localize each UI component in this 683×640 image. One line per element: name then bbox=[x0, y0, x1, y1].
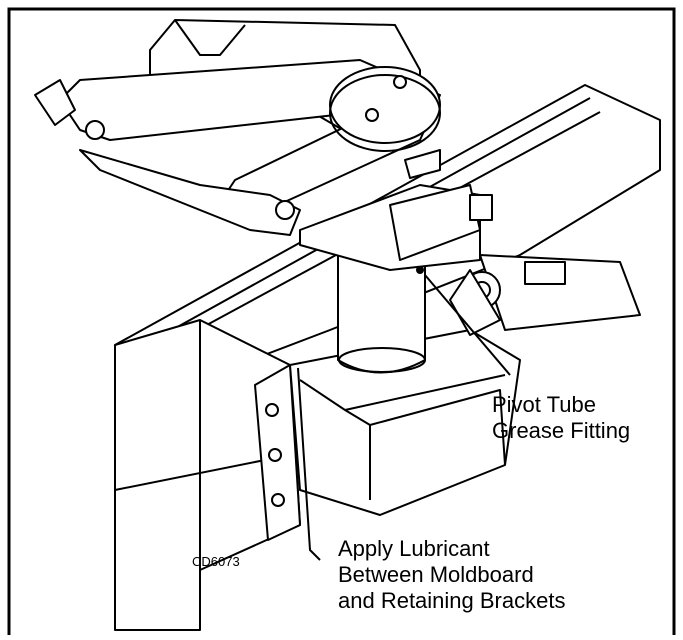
upper-box-side bbox=[389, 184, 481, 261]
grease-fitting bbox=[416, 266, 424, 274]
pivot-tube-bottom bbox=[338, 347, 426, 373]
pivot-disk-rim bbox=[329, 74, 441, 152]
link-pivot bbox=[275, 200, 295, 220]
pivot-leader-line bbox=[424, 274, 511, 376]
arm-end-tab bbox=[34, 79, 76, 126]
pivot-callout-line1: Pivot Tube bbox=[492, 392, 596, 417]
moldboard-front bbox=[114, 319, 301, 631]
cylinder-window bbox=[524, 261, 566, 285]
bracket-bolt bbox=[271, 493, 285, 507]
figure-frame bbox=[7, 7, 676, 640]
link-pivot bbox=[85, 120, 105, 140]
machine-drawing bbox=[34, 19, 661, 631]
side-fitting bbox=[404, 149, 441, 179]
lower-link-arm bbox=[79, 149, 301, 236]
base-front-face bbox=[369, 389, 506, 466]
side-cylinder bbox=[479, 254, 641, 331]
pivot-callout-line2: Grease Fitting bbox=[492, 418, 630, 443]
lube-leader-line bbox=[297, 367, 321, 561]
lube-callout-line2: Between Moldboard bbox=[338, 562, 534, 587]
disk-bolt bbox=[365, 108, 379, 122]
bracket-bolt bbox=[268, 448, 282, 462]
disk-bolt bbox=[393, 75, 407, 89]
lube-callout-line3: and Retaining Brackets bbox=[338, 588, 565, 613]
fitting-block bbox=[469, 194, 493, 221]
figure-id-label: CD6073 bbox=[192, 554, 240, 569]
lube-callout-line1: Apply Lubricant bbox=[338, 536, 490, 561]
housing-notch bbox=[174, 19, 246, 56]
bracket-bolt bbox=[265, 403, 279, 417]
pivot-disk bbox=[329, 66, 441, 144]
